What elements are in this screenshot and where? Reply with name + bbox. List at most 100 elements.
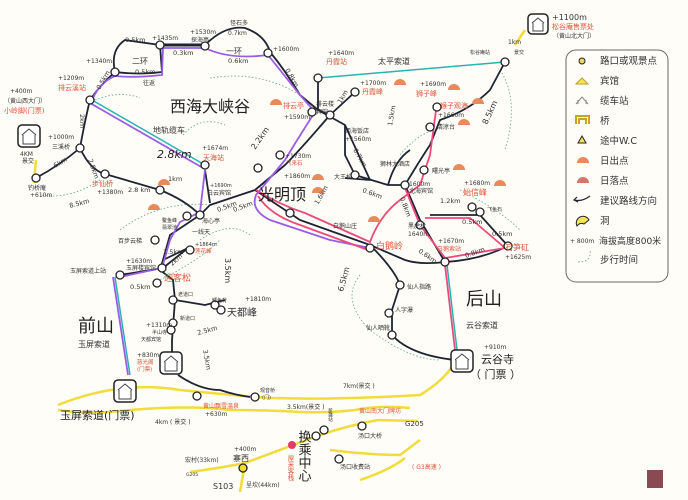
label-3-5km: 3.5km(景交 ) bbox=[287, 403, 324, 411]
sunset-icon bbox=[577, 177, 589, 183]
sunrise-icon bbox=[448, 84, 460, 90]
sunrise-icon bbox=[494, 180, 506, 186]
label-gmd-alt: +1860m bbox=[284, 173, 310, 180]
label-taiping: 太平索道 bbox=[378, 56, 410, 66]
distance-label: 2km bbox=[78, 114, 86, 128]
label-qingliang: 清凉台 bbox=[437, 123, 455, 131]
label-lianhua-alt: +1864m bbox=[195, 242, 217, 248]
label-baibu: 百步云梯 bbox=[118, 237, 142, 245]
label-paiyunxi: 排云溪站 bbox=[58, 83, 86, 92]
label-xihai-hotel: 西海饭店 bbox=[345, 127, 369, 135]
route-arrow-icon bbox=[572, 195, 591, 203]
label-g3: ( G3高速 ) bbox=[412, 463, 441, 471]
west-gate-name: 小岭脚(门票) bbox=[4, 106, 45, 115]
transfer-center: 换乘中心 bbox=[296, 430, 312, 482]
label-tanhai: 探海亭 bbox=[191, 36, 209, 44]
walking-time-icon bbox=[577, 249, 591, 263]
label-feilai-alt: +1730m bbox=[285, 153, 311, 160]
label-yuping-hotel: 玉屏楼宾馆 bbox=[126, 264, 156, 272]
label-haixin: 海心亭 bbox=[202, 217, 220, 225]
yungu-alt: +910m bbox=[484, 344, 506, 351]
sunrise-icon bbox=[458, 119, 470, 125]
label-4km: 4km ( 景交 ) bbox=[155, 418, 191, 426]
sunrise-icon bbox=[472, 98, 484, 104]
distance-label: 1.6km bbox=[313, 184, 330, 206]
label-houzi-alt: +1660m bbox=[438, 112, 464, 119]
yungu-name: 云谷寺 bbox=[481, 353, 514, 366]
label-s103: S103 bbox=[213, 482, 233, 491]
house-glyphs bbox=[21, 17, 545, 400]
label-tangkou-toll: 汤口收费站 bbox=[340, 463, 370, 471]
west-gate-note: （黄山西大门） bbox=[4, 97, 46, 105]
sunrise-sunset-icons bbox=[148, 79, 506, 222]
legend-cave: 洞 bbox=[600, 216, 610, 227]
ciguang-name: 慈光阁 bbox=[137, 358, 154, 366]
distance-label: 0.5km bbox=[125, 36, 145, 44]
label-dawangsong: 大王松 bbox=[334, 173, 352, 181]
legend-altitude-prefix: + 800m bbox=[570, 238, 594, 245]
region-qianshan: 前山 bbox=[78, 316, 114, 337]
distance-label: 0.6km bbox=[228, 57, 248, 65]
sunset-icon bbox=[312, 174, 324, 180]
legend-wc: 途中W.C bbox=[600, 135, 637, 147]
label-heihu: 黑虎松 bbox=[408, 222, 426, 230]
junction-icon bbox=[578, 57, 586, 65]
cableways bbox=[89, 61, 506, 376]
label-tiandu-hotel: 天都宾馆 bbox=[141, 336, 161, 343]
label-paiyunxi-alt: +1209m bbox=[58, 75, 84, 82]
distance-label: 0.5km bbox=[130, 283, 150, 291]
label-paiyunting: 排云亭 bbox=[283, 101, 304, 110]
distance-label: 0.5km bbox=[462, 218, 482, 226]
label-south-gate: 黄山南大门牌坊 bbox=[359, 407, 401, 415]
label-sanxi: 三溪桥 bbox=[52, 143, 70, 151]
label-xinjiang: 新疆站 bbox=[328, 407, 333, 423]
label-jingjiao: 景交 bbox=[514, 49, 524, 56]
legend: 路口或观景点 宾馆 缆车站 桥 途中W.C 日出点 日落点 建议路线方向 洞 +… bbox=[565, 49, 669, 283]
label-guanyin2: (门) bbox=[262, 394, 271, 401]
legend-bridge: 桥 bbox=[600, 115, 610, 127]
legend-route: 建议路线方向 bbox=[600, 195, 657, 207]
sunrise-icon bbox=[270, 99, 282, 105]
label-yingke: 迎客松 bbox=[164, 272, 191, 284]
region-houshan: 后山 bbox=[466, 289, 502, 310]
distance-label: 0.6km bbox=[361, 186, 383, 201]
distance-label: 1km bbox=[168, 175, 182, 183]
label-diaoqiao-alt: +610m bbox=[30, 192, 52, 199]
bridge-icon bbox=[575, 115, 590, 124]
distance-label: 2.2km bbox=[249, 125, 271, 151]
label-heihu-alt: 1640m bbox=[408, 231, 429, 238]
label-ring1: 一环 bbox=[226, 47, 242, 56]
label-sanxi-alt: +1000m bbox=[48, 134, 74, 141]
distance-label: 1.5km bbox=[163, 248, 183, 256]
label-beihai: 北海宾馆 bbox=[409, 187, 433, 195]
sunrise-icon bbox=[453, 164, 465, 170]
distance-label: 0.5km bbox=[95, 69, 112, 91]
label-west-bus2: 景交 bbox=[22, 157, 34, 165]
label-tiandu: 天都峰 bbox=[227, 307, 257, 319]
label-tangkou-bridge: 汤口大桥 bbox=[358, 432, 382, 440]
distance-label: 6km bbox=[52, 156, 68, 170]
legend-cable-station: 缆车站 bbox=[600, 95, 629, 107]
label-yixiantian: 一线天 bbox=[192, 228, 210, 236]
label-danxia-station: 丹霞站 bbox=[326, 57, 347, 66]
distance-label: 2.5km bbox=[86, 158, 101, 180]
cave-icon bbox=[575, 215, 590, 227]
label-paiyunlou2: 宾馆 bbox=[316, 108, 328, 116]
label-west-bus: 4KM bbox=[20, 151, 33, 158]
label-wenquan-alt: +630m bbox=[205, 411, 227, 418]
label-ring2: 二环 bbox=[132, 57, 148, 66]
label-houzi: 猴子观海 bbox=[440, 101, 468, 110]
north-gate-alt: +1100m bbox=[552, 13, 587, 22]
inn-marker bbox=[288, 441, 296, 449]
label-tiandu-alt: +1810m bbox=[245, 296, 271, 303]
label-tianhai: 天海站 bbox=[203, 153, 224, 162]
label-inn: 屋米客栈 bbox=[286, 455, 294, 482]
label-baiyun-alt: +1690m bbox=[210, 183, 232, 189]
label-renzi: 人字瀑 bbox=[395, 306, 413, 314]
distance-label: 2.8 km bbox=[128, 186, 151, 194]
label-baie-st-alt: +1670m bbox=[438, 238, 464, 245]
distance-label: 0.5km bbox=[135, 68, 155, 76]
label-alt1340: +1340m bbox=[86, 58, 112, 65]
distance-label: 1.2km bbox=[440, 197, 460, 205]
label-feilai: 飞来石 bbox=[286, 159, 303, 167]
